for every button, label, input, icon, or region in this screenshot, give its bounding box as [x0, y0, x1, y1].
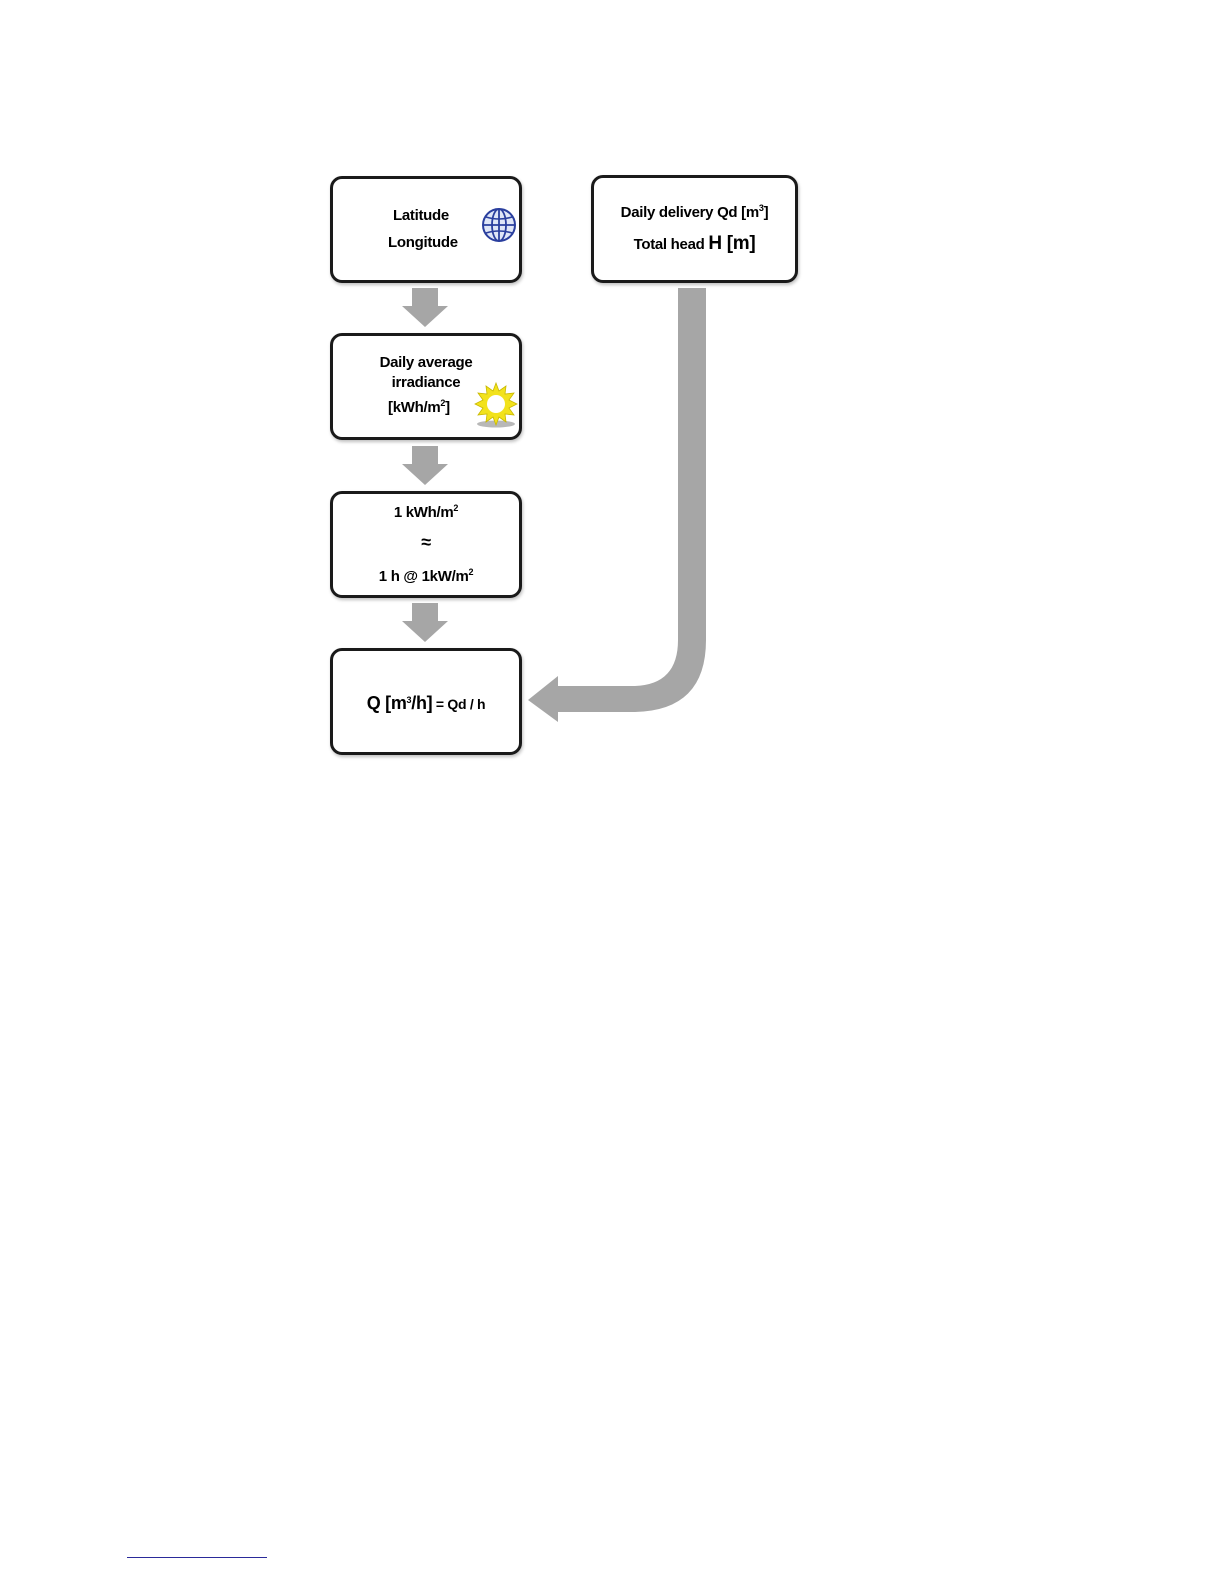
approx-symbol: ≈ — [333, 532, 519, 553]
irradiance-unit: [kWh/m2] — [388, 399, 450, 416]
arrow-down-icon — [400, 603, 450, 643]
curved-arrow-icon — [520, 280, 720, 730]
latitude-label: Latitude — [393, 207, 449, 224]
irradiance-box: Daily average irradiance [kWh/m2] — [330, 333, 522, 440]
irradiance-line-1: Daily average — [333, 354, 519, 371]
equivalence-line-3: 1 h @ 1kW/m2 — [333, 568, 519, 585]
location-box: Latitude Longitude — [330, 176, 522, 283]
equivalence-line-1: 1 kWh/m2 — [333, 504, 519, 521]
longitude-label: Longitude — [388, 234, 458, 251]
globe-icon — [481, 207, 517, 243]
equivalence-box: 1 kWh/m2 ≈ 1 h @ 1kW/m2 — [330, 491, 522, 598]
flow-rate-formula: Q [m3/h] = Qd / h — [333, 693, 519, 714]
arrow-down-icon — [400, 288, 450, 328]
flow-rate-box: Q [m3/h] = Qd / h — [330, 648, 522, 755]
delivery-head-box: Daily delivery Qd [m3] Total head H [m] — [591, 175, 798, 283]
total-head-label: Total head H [m] — [594, 233, 795, 255]
footnote-separator — [127, 1557, 267, 1558]
arrow-down-icon — [400, 446, 450, 486]
sun-icon — [473, 381, 519, 429]
daily-delivery-label: Daily delivery Qd [m3] — [594, 204, 795, 221]
